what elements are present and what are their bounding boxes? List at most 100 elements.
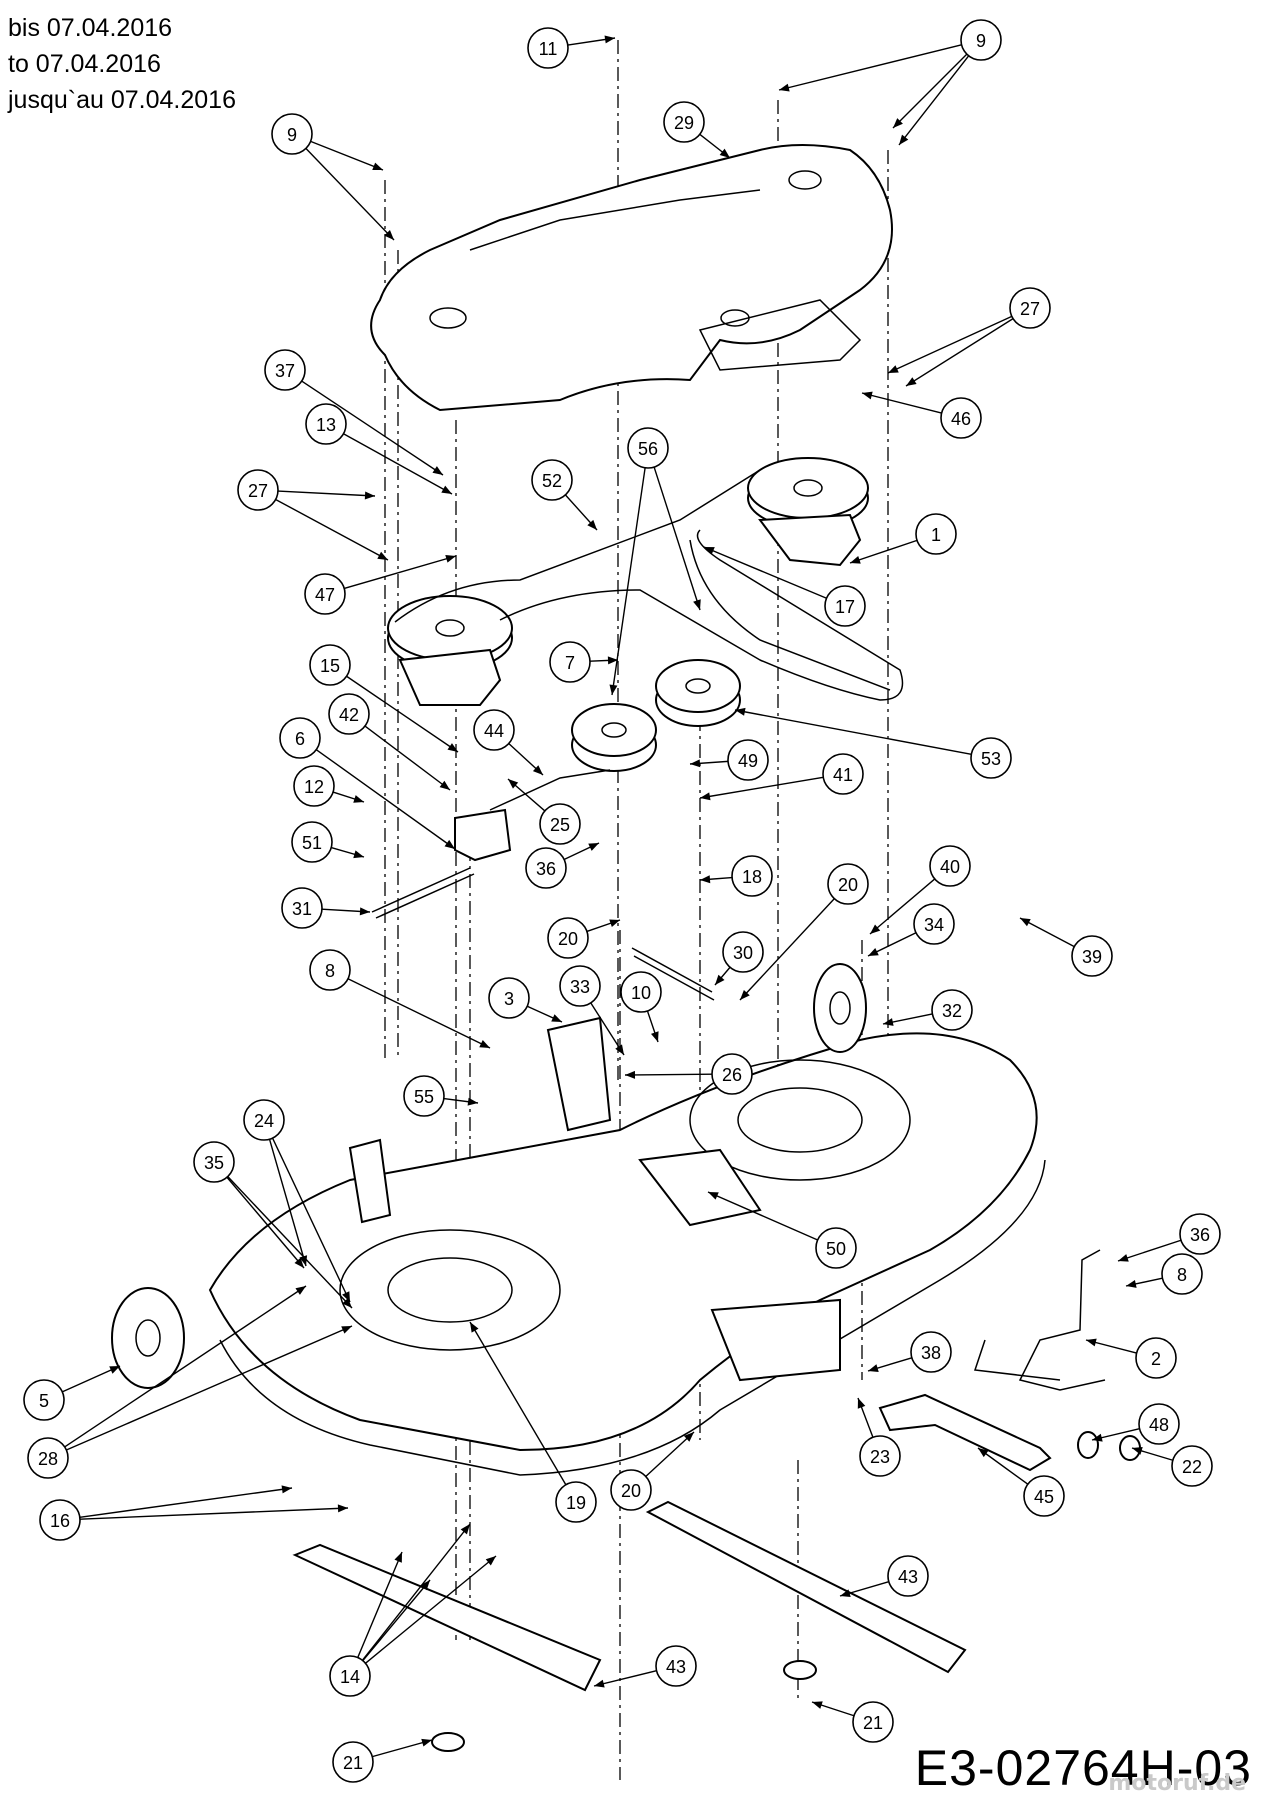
callout-26: 26 — [711, 1053, 753, 1095]
callout-label-c9d: 9 — [287, 125, 297, 145]
callout-30: 30 — [722, 931, 764, 973]
callout-43: 43 — [887, 1555, 929, 1597]
callout-46: 46 — [940, 397, 982, 439]
leader-line-c20c — [645, 1431, 695, 1477]
leader-line-c47 — [344, 555, 457, 590]
callout-label-c32: 32 — [942, 1001, 962, 1021]
callout-6: 6 — [279, 717, 321, 759]
leader-line-c35a — [226, 1176, 305, 1269]
callout-21: 21 — [852, 1701, 894, 1743]
leader-arrow-c10 — [650, 1031, 659, 1042]
leader-line-c21b — [372, 1739, 433, 1758]
callout-circle-c51 — [291, 821, 333, 863]
leader-line-c17 — [703, 546, 827, 599]
leader-line-c43b — [593, 1670, 657, 1687]
callout-label-c52: 52 — [542, 471, 562, 491]
callout-label-c33: 33 — [570, 977, 590, 997]
callout-label-c24a: 24 — [254, 1111, 274, 1131]
leader-arrow-c39 — [1020, 918, 1031, 927]
leader-line-c16a — [79, 1487, 293, 1518]
leader-arrow-c9d — [372, 162, 383, 171]
callout-circle-c23 — [859, 1435, 901, 1477]
callout-7: 7 — [549, 641, 591, 683]
callout-circle-c40 — [929, 845, 971, 887]
leader-arrow-c20a — [740, 989, 750, 1000]
callout-label-c21a: 21 — [863, 1713, 883, 1733]
leader-arrow-c30 — [715, 974, 725, 985]
leader-line-c5 — [61, 1365, 121, 1393]
callout-20: 20 — [827, 863, 869, 905]
callout-20: 20 — [547, 917, 589, 959]
leader-arrow-c34 — [868, 948, 879, 956]
callout-circle-c13 — [305, 403, 347, 445]
leader-arrow-c22 — [1132, 1447, 1143, 1455]
callout-circle-c16a — [39, 1499, 81, 1541]
idler-bracket — [454, 769, 611, 862]
leader-arrow-c7 — [607, 656, 618, 665]
callout-label-c8b: 8 — [1177, 1265, 1187, 1285]
callout-circle-c32 — [931, 989, 973, 1031]
leader-arrow-c8a — [479, 1040, 490, 1048]
callout-label-c47: 47 — [315, 585, 335, 605]
leader-arrow-c45 — [978, 1448, 989, 1458]
callout-label-c10: 10 — [631, 983, 651, 1003]
leader-line-c27a — [887, 315, 1013, 374]
leader-arrow-c51 — [353, 850, 364, 859]
leader-arrow-c29 — [719, 148, 730, 158]
leader-arrow-c9b — [893, 118, 903, 128]
callout-39: 39 — [1071, 935, 1113, 977]
leader-arrow-c46 — [862, 391, 873, 400]
callout-label-c56a: 56 — [638, 439, 658, 459]
callout-circle-c33 — [559, 965, 601, 1007]
callout-circle-c8b — [1161, 1253, 1203, 1295]
callout-label-c35a: 35 — [204, 1153, 224, 1173]
callout-29: 29 — [663, 101, 705, 143]
callout-36: 36 — [525, 847, 567, 889]
callout-label-c5: 5 — [39, 1391, 49, 1411]
callout-34: 34 — [913, 903, 955, 945]
date-line-de: bis 07.04.2016 — [8, 14, 173, 42]
callout-33: 33 — [559, 965, 601, 1007]
leader-arrow-c53 — [735, 707, 746, 716]
callout-circle-c2 — [1135, 1337, 1177, 1379]
callout-label-c13: 13 — [316, 415, 336, 435]
leader-arrow-c43a — [840, 1589, 851, 1598]
leader-line-c27c — [277, 490, 376, 497]
callout-48: 48 — [1138, 1403, 1180, 1445]
leader-arrow-c21b — [421, 1738, 432, 1747]
deck-bracket — [546, 1016, 612, 1132]
leader-line-c9a — [778, 44, 962, 91]
leader-arrow-c14c — [460, 1524, 470, 1535]
callout-label-c17: 17 — [835, 597, 855, 617]
callout-label-c36b: 36 — [1190, 1225, 1210, 1245]
leader-arrow-c35b — [342, 1297, 352, 1308]
leader-line-c15 — [346, 675, 459, 753]
callout-31: 31 — [281, 887, 323, 929]
date-line-en: to 07.04.2016 — [8, 50, 161, 78]
callout-55: 55 — [403, 1075, 445, 1117]
leader-line-c14a — [357, 1551, 403, 1658]
drawing-number: E3-02764H-03 — [914, 1740, 1252, 1796]
leader-arrow-c50 — [708, 1192, 719, 1200]
leader-arrow-c9e — [384, 230, 394, 240]
callout-circle-c42 — [328, 693, 370, 735]
leader-arrow-c14b — [420, 1580, 430, 1591]
leader-arrow-c13 — [441, 485, 452, 494]
leader-line-c8a — [347, 978, 491, 1049]
leader-arrow-c43b — [594, 1679, 605, 1688]
leader-line-c1 — [849, 539, 918, 564]
callout-label-c43a: 43 — [898, 1567, 918, 1587]
callout-label-c6: 6 — [295, 729, 305, 749]
callout-label-c48: 48 — [1149, 1415, 1169, 1435]
leader-line-c9c — [898, 55, 970, 146]
callout-circle-c37 — [264, 349, 306, 391]
callout-circle-c35a — [193, 1141, 235, 1183]
callout-circle-c12 — [293, 765, 335, 807]
callout-label-c19: 19 — [566, 1493, 586, 1513]
validity-date-block: bis 07.04.2016 to 07.04.2016 jusqu`au 07… — [8, 10, 236, 118]
callout-label-c16a: 16 — [50, 1511, 70, 1531]
callout-label-c21b: 21 — [343, 1753, 363, 1773]
callout-label-c14a: 14 — [340, 1667, 360, 1687]
leader-arrow-c2 — [1086, 1338, 1097, 1347]
